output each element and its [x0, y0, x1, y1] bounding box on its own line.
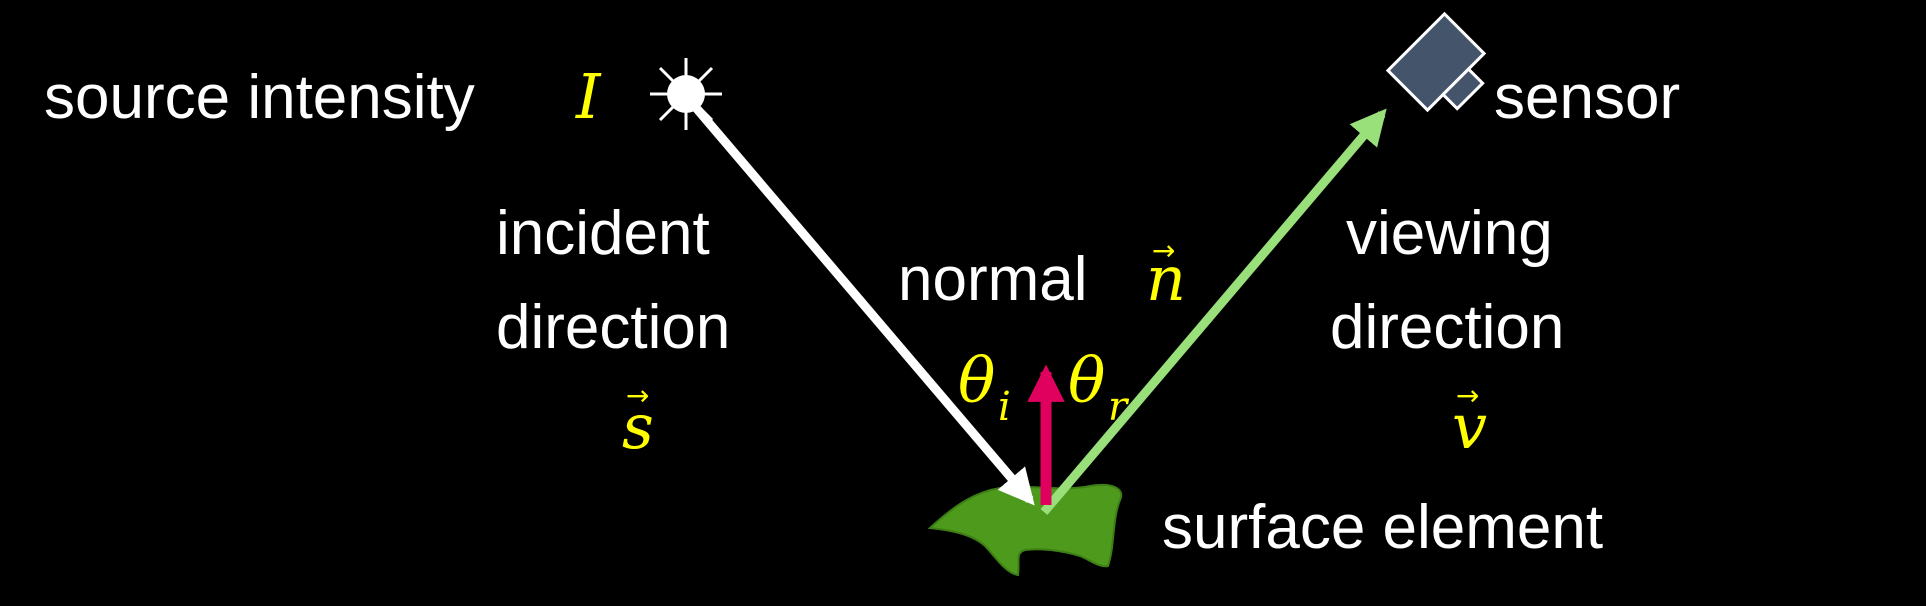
source-intensity-symbol: I: [575, 60, 602, 133]
incident-ray: [682, 93, 1035, 506]
theta-i-label: θ i: [958, 344, 1011, 430]
incident-label-line1: incident: [496, 199, 710, 268]
svg-text:s: s: [622, 390, 654, 463]
viewing-ray: [1040, 108, 1387, 515]
svg-text:v: v: [1452, 390, 1487, 463]
source-label: source intensity: [44, 63, 475, 132]
viewing-label-line1: viewing: [1346, 199, 1553, 268]
svg-text:r: r: [1108, 384, 1130, 430]
viewing-label-line2: direction: [1330, 293, 1564, 362]
svg-text:→: →: [1456, 379, 1479, 412]
incident-label-line2: direction: [496, 293, 730, 362]
svg-text:→: →: [1152, 234, 1175, 267]
camera-icon: [1385, 11, 1487, 113]
svg-text:n: n: [1146, 242, 1186, 315]
surface-label: surface element: [1162, 493, 1603, 562]
normal-label: normal: [898, 245, 1088, 314]
svg-text:i: i: [998, 384, 1011, 430]
theta-r-label: θ r: [1068, 344, 1130, 430]
svg-text:θ: θ: [958, 344, 995, 417]
svg-text:θ: θ: [1068, 344, 1105, 417]
sensor-label: sensor: [1494, 63, 1680, 132]
svg-text:→: →: [626, 379, 649, 412]
viewing-vector-symbol: v →: [1452, 379, 1487, 463]
sun-icon: [650, 58, 722, 130]
incident-vector-symbol: s →: [622, 379, 654, 463]
normal-vector-symbol: n →: [1146, 234, 1186, 315]
